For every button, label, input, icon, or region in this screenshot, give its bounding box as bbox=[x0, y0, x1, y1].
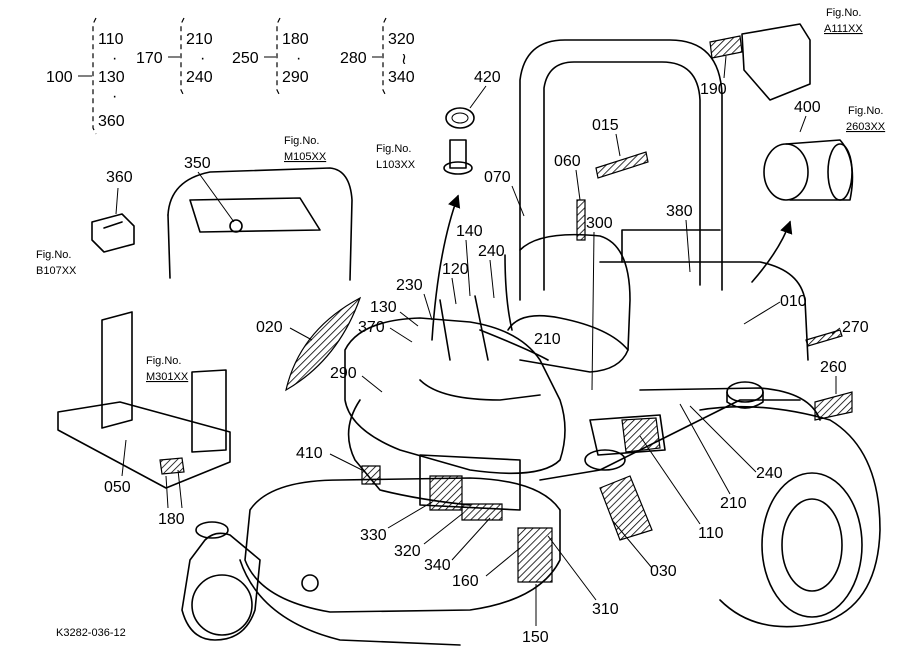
side-panel-m301 bbox=[57, 311, 231, 489]
fig-label-l103: Fig.No. bbox=[376, 143, 411, 155]
callout-410: 410 bbox=[296, 445, 323, 462]
callout-070: 070 bbox=[484, 169, 511, 186]
group-250-key: 250 bbox=[232, 50, 259, 67]
callout-240-right: 240 bbox=[756, 465, 783, 482]
fig-ref-l103: L103XX bbox=[376, 159, 416, 171]
callout-260: 260 bbox=[820, 359, 847, 376]
fig-ref-m301: M301XX bbox=[146, 371, 189, 383]
group-100-key: 100 bbox=[46, 69, 73, 86]
group-170-item-2: 240 bbox=[186, 69, 213, 86]
callout-050: 050 bbox=[104, 479, 131, 496]
group-100-item-2: 130 bbox=[98, 69, 125, 86]
callouts: 190 400 420 015 060 070 380 350 360 140 … bbox=[104, 55, 869, 646]
group-280-key: 280 bbox=[340, 50, 367, 67]
group-170-key: 170 bbox=[136, 50, 163, 67]
callout-030: 030 bbox=[650, 563, 677, 580]
callout-380: 380 bbox=[666, 203, 693, 220]
callout-160: 160 bbox=[452, 573, 479, 590]
callout-140: 140 bbox=[456, 223, 483, 240]
group-280-item-2: 340 bbox=[388, 69, 415, 86]
group-250-bracket bbox=[276, 17, 281, 97]
group-100-item-1: 110 bbox=[98, 31, 124, 48]
callout-010: 010 bbox=[780, 293, 807, 310]
group-280-bracket bbox=[382, 17, 387, 97]
callout-180: 180 bbox=[158, 511, 185, 528]
callout-350: 350 bbox=[184, 155, 211, 172]
callout-015: 015 bbox=[592, 117, 619, 134]
callout-120: 120 bbox=[442, 261, 469, 278]
diagram-code: K3282-036-12 bbox=[56, 627, 126, 639]
hood-a111 bbox=[741, 23, 811, 101]
callout-240: 240 bbox=[478, 243, 505, 260]
group-170-sep: · bbox=[200, 50, 205, 67]
callout-400: 400 bbox=[794, 99, 821, 116]
switch-l103 bbox=[443, 107, 475, 175]
fig-label-a111: Fig.No. bbox=[826, 7, 861, 19]
callout-330: 330 bbox=[360, 527, 387, 544]
fig-references: Fig.No. A111XX Fig.No. 2603XX Fig.No. M1… bbox=[36, 7, 886, 383]
group-100-bracket bbox=[92, 17, 97, 135]
fig-ref-b107: B107XX bbox=[36, 265, 77, 277]
callout-060: 060 bbox=[554, 153, 581, 170]
callout-210: 210 bbox=[534, 331, 561, 348]
callout-190: 190 bbox=[700, 81, 727, 98]
fig-ref-m105: M105XX bbox=[284, 151, 327, 163]
group-legend: 100 110 · 130 · 360 170 210 · 240 250 18… bbox=[46, 17, 415, 135]
callout-320: 320 bbox=[394, 543, 421, 560]
fig-label-m105: Fig.No. bbox=[284, 135, 319, 147]
callout-230: 230 bbox=[396, 277, 423, 294]
group-100-sep-2: · bbox=[112, 88, 117, 105]
group-250-item-1: 180 bbox=[282, 31, 309, 48]
group-250-sep: · bbox=[296, 50, 301, 67]
group-170-bracket bbox=[180, 17, 185, 97]
group-280-item-1: 320 bbox=[388, 31, 415, 48]
callout-340: 340 bbox=[424, 557, 451, 574]
fig-label-m301: Fig.No. bbox=[146, 355, 181, 367]
callout-300: 300 bbox=[586, 215, 613, 232]
group-250-item-2: 290 bbox=[282, 69, 309, 86]
callout-270: 270 bbox=[842, 319, 869, 336]
decal-panels bbox=[159, 35, 853, 583]
callout-310: 310 bbox=[592, 601, 619, 618]
callout-290: 290 bbox=[330, 365, 357, 382]
dash-panel-m105 bbox=[167, 167, 353, 281]
callout-370: 370 bbox=[358, 319, 385, 336]
cover-b107 bbox=[91, 213, 135, 253]
group-170-item-1: 210 bbox=[186, 31, 213, 48]
group-280-sep: ≀ bbox=[401, 51, 407, 68]
callout-420: 420 bbox=[474, 69, 501, 86]
callout-020: 020 bbox=[256, 319, 283, 336]
callout-360: 360 bbox=[106, 169, 133, 186]
callout-110: 110 bbox=[698, 525, 724, 542]
fig-ref-2603: 2603XX bbox=[846, 121, 886, 133]
callout-150: 150 bbox=[522, 629, 549, 646]
air-cleaner-2603 bbox=[763, 139, 854, 201]
fig-ref-a111: A111XX bbox=[824, 23, 863, 35]
arrow-to-l103 bbox=[431, 194, 461, 341]
group-100-sep-1: · bbox=[112, 50, 117, 67]
fig-label-2603: Fig.No. bbox=[848, 105, 883, 117]
callout-210-right: 210 bbox=[720, 495, 747, 512]
callout-130: 130 bbox=[370, 299, 397, 316]
arrow-to-2603 bbox=[751, 220, 793, 283]
group-100-item-3: 360 bbox=[98, 113, 125, 130]
fig-label-b107: Fig.No. bbox=[36, 249, 71, 261]
